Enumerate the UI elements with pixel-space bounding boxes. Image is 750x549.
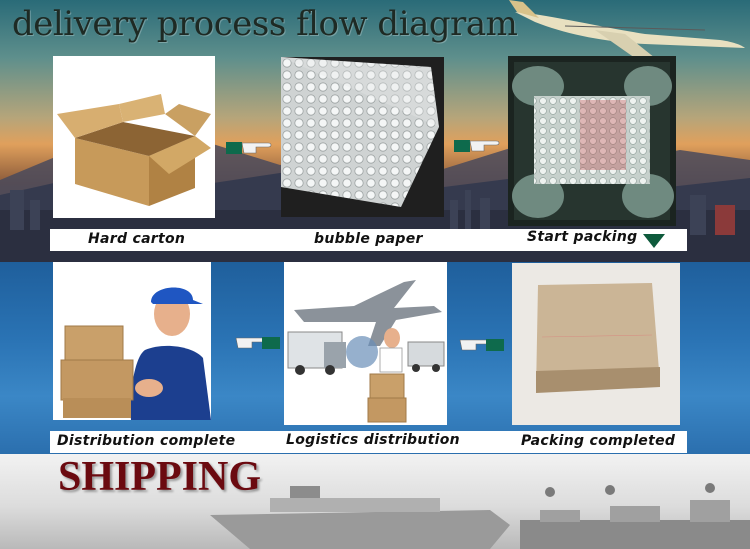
step-logistics-distribution-label: Logistics distribution [286, 432, 460, 448]
airplane-decoration [509, 0, 745, 58]
pointing-hand-icon [454, 140, 500, 152]
packing-box-icon [508, 56, 676, 226]
sealed-box-icon [512, 263, 680, 425]
label-strip-bottom [50, 431, 687, 453]
cargo-ship-decoration [210, 483, 750, 549]
diagram-title: delivery process flow diagram [12, 4, 518, 44]
step-bubble-paper-image [281, 57, 444, 217]
step-distribution-complete-label: Distribution complete [57, 433, 236, 449]
step-logistics-distribution-image [284, 262, 447, 425]
step-hard-carton-label: Hard carton [88, 231, 186, 247]
step-hard-carton-image [53, 56, 215, 218]
shipping-heading: SHIPPING [58, 454, 262, 500]
plane-truck-icon [284, 262, 447, 425]
pointing-hand-icon [226, 142, 272, 154]
label-strip-top [50, 229, 687, 251]
step-packing-completed-image [512, 263, 680, 425]
pointing-hand-icon [235, 337, 280, 349]
cardboard-box-icon [57, 94, 211, 206]
step-packing-completed-label: Packing completed [521, 433, 676, 449]
step-start-packing-image [508, 56, 676, 226]
delivery-man-icon [53, 262, 211, 420]
step-bubble-paper-label: bubble paper [314, 231, 423, 247]
pointing-hand-icon [459, 339, 504, 351]
bubble-wrap-icon [281, 57, 444, 217]
step-distribution-complete-image [53, 262, 211, 420]
step-start-packing-label: Start packing [527, 229, 638, 245]
down-arrow-icon [643, 234, 665, 248]
